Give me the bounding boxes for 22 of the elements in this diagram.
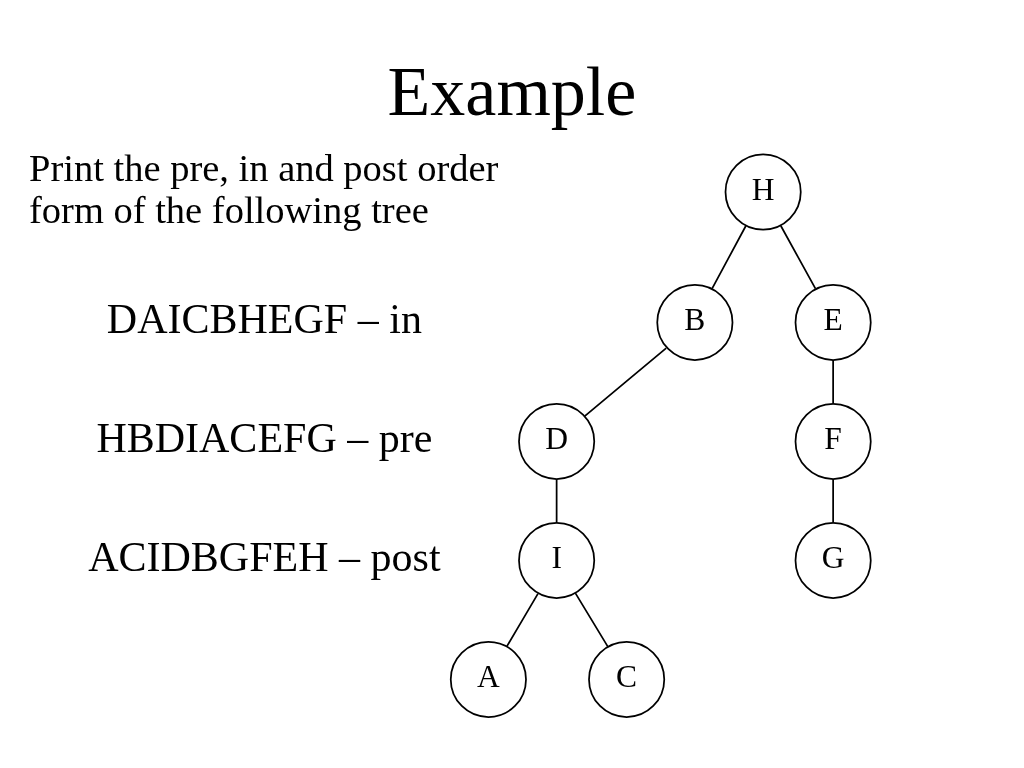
connector [711, 224, 747, 289]
connector [574, 591, 609, 647]
label: Print the pre, in and post order form of the following tree [29, 146, 499, 231]
connector [506, 592, 539, 647]
connector [832, 358, 834, 404]
diagram-title: Example [387, 52, 637, 130]
node-circle: B [656, 283, 734, 361]
node-circle: G [794, 521, 872, 599]
node-circle: E [794, 283, 872, 361]
node-circle: F [794, 402, 872, 480]
label: ACIDBGFEH – post [88, 533, 441, 580]
node-circle: D [518, 402, 596, 480]
label: HBDIACEFG – pre [96, 414, 433, 461]
label: DAICBHEGF – in [106, 295, 422, 342]
connector [832, 477, 834, 523]
connector [779, 224, 817, 289]
node-circle: I [518, 521, 596, 599]
connector [583, 346, 668, 417]
connector [555, 477, 558, 523]
node-circle: H [724, 153, 802, 230]
node-circle: C [588, 640, 666, 718]
node-circle: A [449, 640, 527, 718]
